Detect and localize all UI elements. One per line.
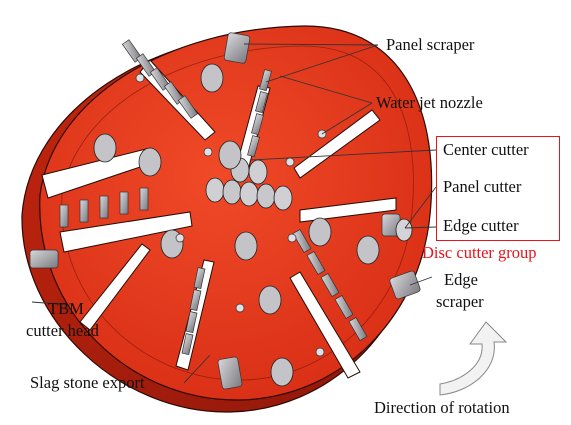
label-disc-cutter-group: Disc cutter group bbox=[422, 244, 537, 263]
label-tbm-line2: cutter head bbox=[26, 322, 99, 341]
label-slag-stone-export: Slag stone export bbox=[30, 374, 145, 393]
rotation-arrow-icon bbox=[440, 322, 506, 395]
label-edge-scraper-line1: Edge bbox=[444, 271, 478, 290]
label-panel-scraper: Panel scraper bbox=[386, 36, 474, 55]
label-edge-cutter: Edge cutter bbox=[443, 217, 519, 236]
label-panel-cutter: Panel cutter bbox=[443, 178, 521, 197]
label-center-cutter: Center cutter bbox=[443, 141, 529, 160]
label-water-jet-nozzle: Water jet nozzle bbox=[376, 94, 483, 113]
label-edge-scraper-line2: scraper bbox=[436, 293, 484, 312]
label-direction-of-rotation: Direction of rotation bbox=[374, 399, 510, 418]
label-tbm-line1: TBM bbox=[48, 300, 84, 319]
